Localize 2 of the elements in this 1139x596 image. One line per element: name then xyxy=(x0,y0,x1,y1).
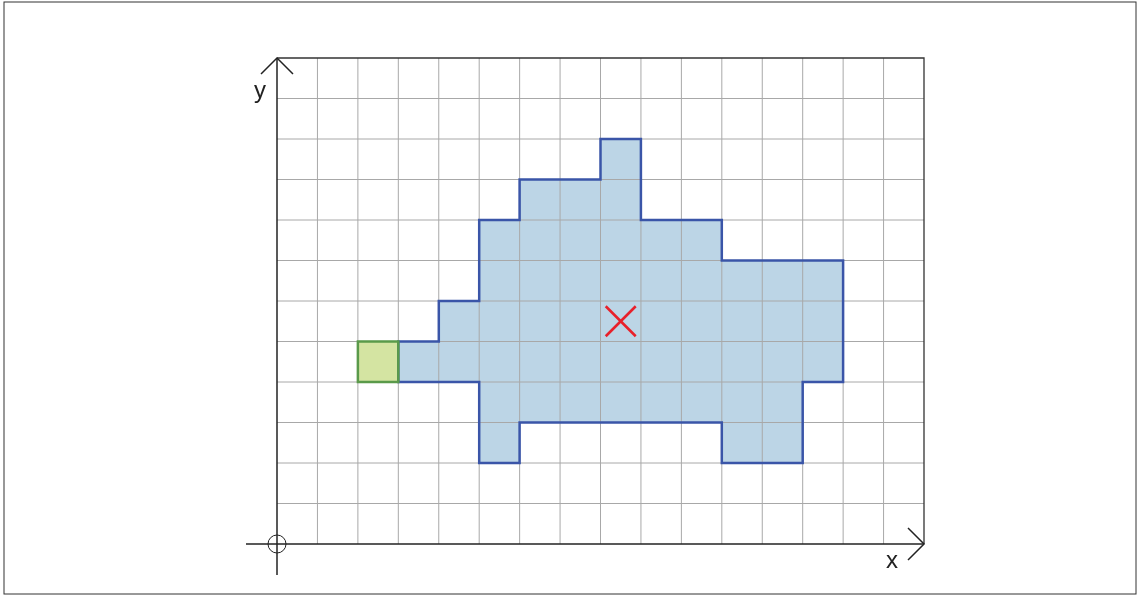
x-axis-label: x xyxy=(886,548,898,572)
y-axis-label: y xyxy=(254,78,266,102)
